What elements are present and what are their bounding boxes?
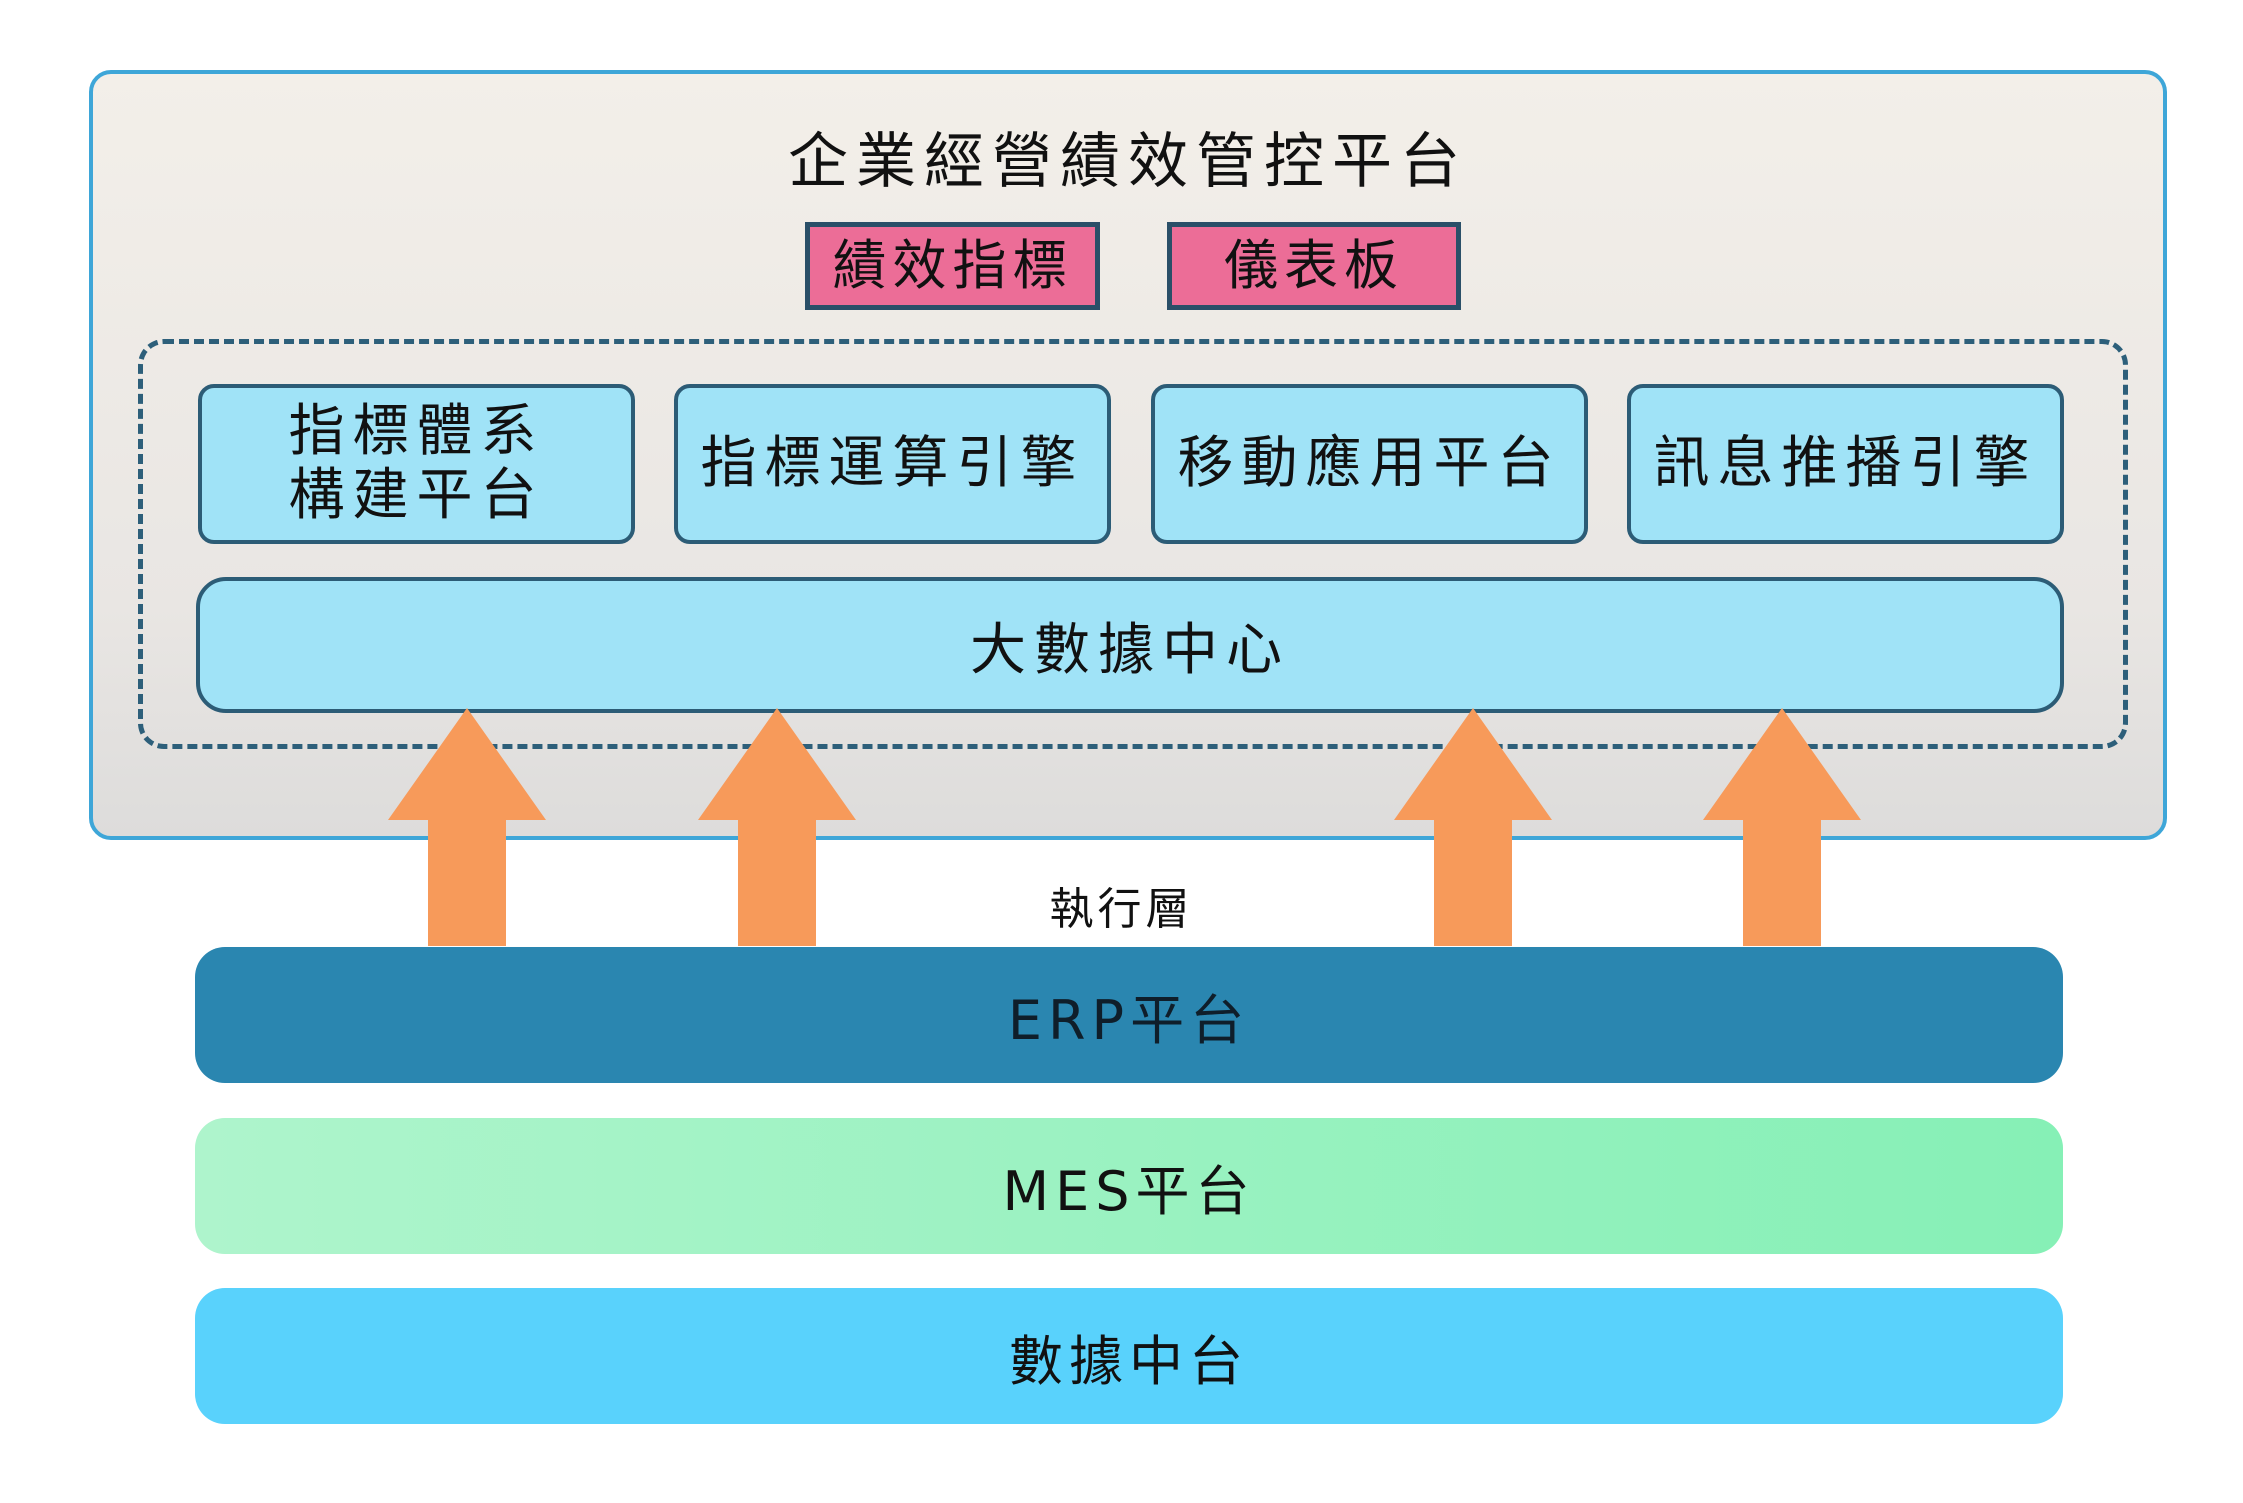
push-engine-module: 訊息推播引擎 [1627,384,2064,544]
up-arrow-icon [1394,708,1552,946]
indicator-engine-module: 指標運算引擎 [674,384,1111,544]
module-group-boundary [138,339,2128,749]
erp-platform-layer: ERP平台 [195,947,2063,1083]
mobile-app-module: 移動應用平台 [1151,384,1588,544]
dashboard-tag: 儀表板 [1167,222,1461,310]
up-arrow-icon [1703,708,1861,946]
mes-platform-layer: MES平台 [195,1118,2063,1254]
up-arrow-icon [698,708,856,946]
up-arrow-icon [388,708,546,946]
data-middle-platform-layer: 數據中台 [195,1288,2063,1424]
platform-title: 企業經營績效管控平台 [788,127,1468,197]
kpi-tag: 績效指標 [805,222,1100,310]
performance-control-platform: 企業經營績效管控平台 績效指標 儀表板 指標體系 構建平台 指標運算引擎 移動應… [89,70,2167,840]
indicator-system-module: 指標體系 構建平台 [198,384,635,544]
execution-layer-label: 執行層 [1049,884,1194,935]
big-data-center: 大數據中心 [196,577,2064,713]
